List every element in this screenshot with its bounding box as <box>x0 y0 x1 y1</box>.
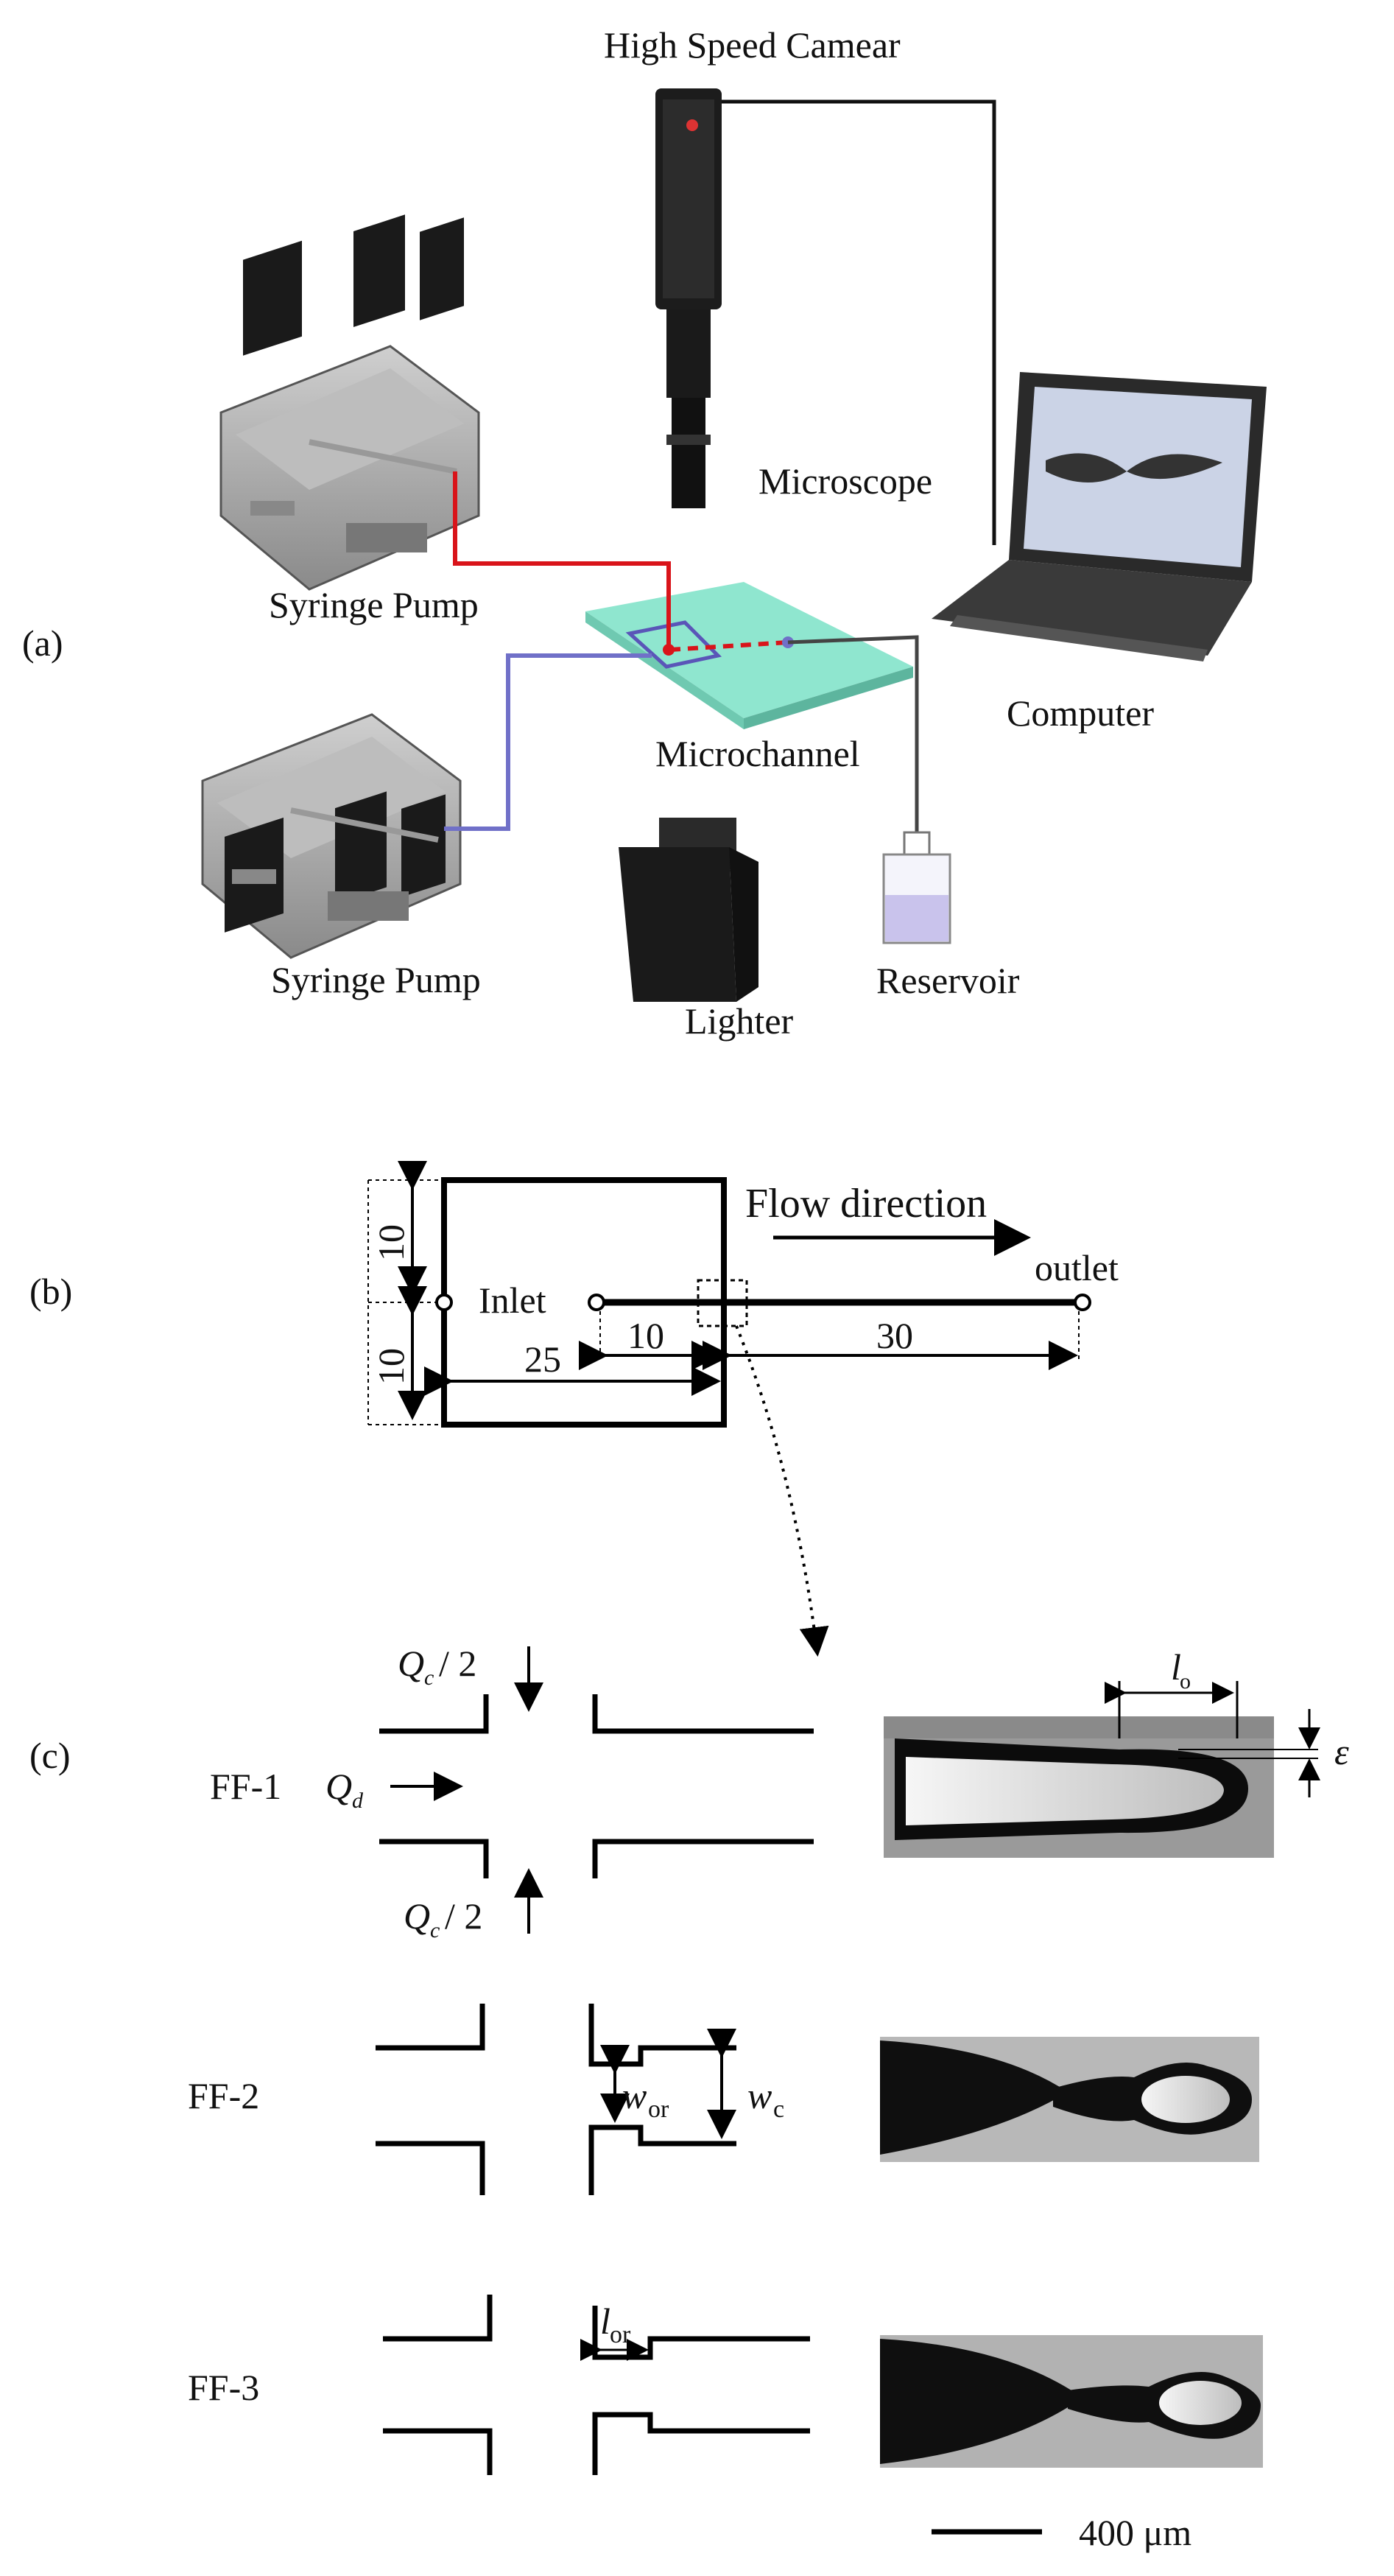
ff1-label: FF-1 <box>210 1766 281 1807</box>
ff3-geometry <box>383 2295 810 2475</box>
qc-top-label: Q c / 2 <box>398 1643 476 1690</box>
dim-inner: 10 <box>627 1315 664 1356</box>
dispersed-phase-tube <box>444 653 652 831</box>
wc-label: w c <box>747 2075 784 2123</box>
laptop-icon <box>932 372 1267 661</box>
microchannel-label: Microchannel <box>655 733 860 774</box>
panel-c-label: (c) <box>29 1735 71 1776</box>
inlet-label: Inlet <box>479 1280 546 1321</box>
svg-text:d: d <box>352 1789 364 1813</box>
svg-text:l: l <box>1171 1646 1181 1688</box>
flow-direction-label: Flow direction <box>745 1181 987 1226</box>
computer-label: Computer <box>1007 692 1154 734</box>
camera-cable <box>722 99 996 545</box>
lighter-icon <box>619 818 758 1002</box>
outlet-label: outlet <box>1035 1247 1119 1288</box>
dim-bottom: 10 <box>370 1348 412 1385</box>
zoom-box <box>697 1279 748 1327</box>
syringe-pump-bottom-icon <box>201 713 462 959</box>
reservoir-tube <box>787 635 919 832</box>
outlet-port <box>1074 1294 1091 1311</box>
reservoir-label: Reservoir <box>876 960 1020 1001</box>
svg-text:Q: Q <box>404 1895 430 1937</box>
dim-top: 10 <box>370 1224 412 1261</box>
svg-text:or: or <box>610 2321 631 2348</box>
syringe-pump-top-icon <box>219 214 480 591</box>
ff1-geometry <box>379 1694 814 1878</box>
svg-text:w: w <box>622 2075 647 2116</box>
wor-label: w or <box>622 2075 669 2123</box>
dim-outlet: 30 <box>876 1315 913 1356</box>
panel-a-label: (a) <box>22 622 63 664</box>
svg-text:/ 2: / 2 <box>439 1643 476 1684</box>
pump-bottom-label: Syringe Pump <box>271 959 481 1000</box>
qd-label: Q d <box>325 1766 364 1813</box>
lor-label: l or <box>600 2300 631 2348</box>
inlet-port <box>588 1294 605 1311</box>
ff2-droplet-image <box>880 2037 1259 2162</box>
panel-b-label: (b) <box>29 1271 72 1312</box>
zoom-arrow <box>735 1325 829 1657</box>
dim-width: 25 <box>524 1338 561 1380</box>
svg-text:c: c <box>424 1666 434 1690</box>
scale-bar-label: 400 μm <box>1079 2512 1191 2553</box>
high-speed-camera-icon <box>655 88 722 508</box>
qc-bottom-label: Q c / 2 <box>404 1895 482 1942</box>
microscope-label: Microscope <box>758 460 932 502</box>
outlet-channel <box>669 640 789 652</box>
svg-text:o: o <box>1180 1669 1191 1694</box>
svg-text:or: or <box>648 2096 669 2123</box>
ff1-droplet-image <box>884 1716 1274 1858</box>
ff3-label: FF-3 <box>188 2367 259 2408</box>
side-port <box>435 1294 453 1311</box>
reservoir-bottle-icon <box>882 831 951 944</box>
ff2-label: FF-2 <box>188 2075 259 2116</box>
lighter-label: Lighter <box>685 1000 794 1042</box>
continuous-phase-tube <box>453 471 671 648</box>
camera-label: High Speed Camear <box>604 24 901 66</box>
svg-text:c: c <box>773 2096 784 2123</box>
svg-text:c: c <box>430 1918 440 1942</box>
pump-top-label: Syringe Pump <box>269 584 479 625</box>
svg-text:/ 2: / 2 <box>445 1895 482 1937</box>
svg-text:Q: Q <box>398 1643 424 1684</box>
svg-text:w: w <box>747 2075 772 2116</box>
svg-text:Q: Q <box>325 1766 352 1807</box>
epsilon-label: ε <box>1334 1731 1349 1772</box>
svg-text:l: l <box>600 2300 610 2342</box>
ff3-droplet-image <box>880 2335 1263 2468</box>
lo-label: l o <box>1171 1646 1191 1694</box>
ff2-geometry <box>376 2004 736 2195</box>
